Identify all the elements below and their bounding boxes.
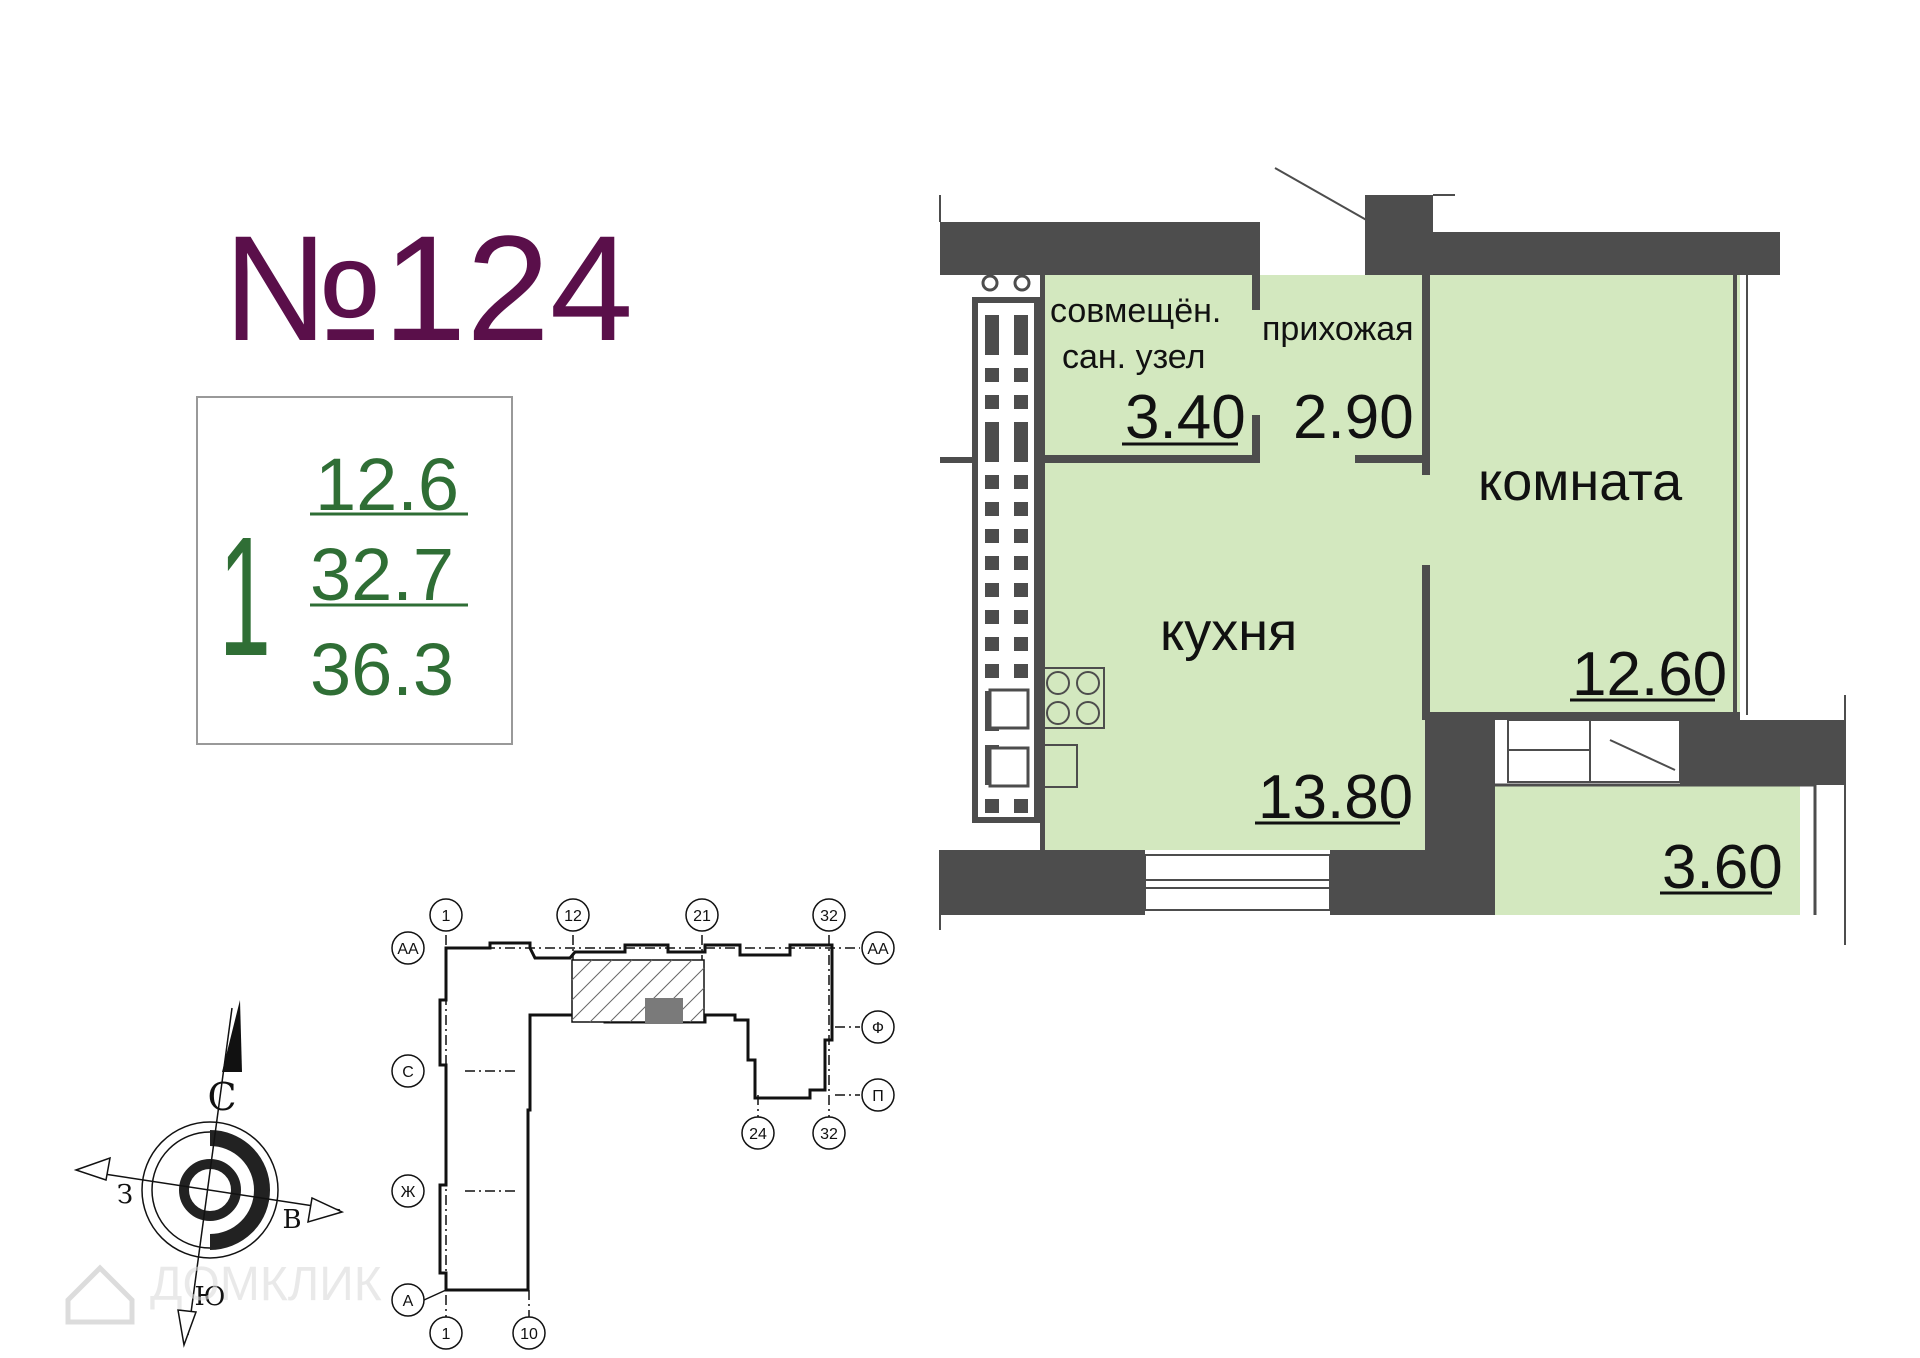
axis-right-aa: АА: [867, 941, 889, 958]
bathroom-label-line2: сан. узел: [1062, 338, 1205, 376]
compass-east-label: В: [282, 1205, 301, 1235]
room-area: 12.60: [1572, 640, 1727, 709]
axis-left-a: А: [403, 1293, 414, 1310]
apartment-plan: совмещён. сан. узел 3.40 прихожая 2.90 к…: [939, 167, 1846, 945]
wall-entrance-pier: [1365, 195, 1433, 275]
axis-top-1: 1: [442, 908, 451, 925]
kitchen-sink: [1041, 744, 1078, 788]
living-area: 12.6: [315, 443, 459, 526]
total-area-no-balcony: 32.7: [310, 533, 454, 616]
east-arrow-icon: [307, 1196, 345, 1224]
entrance-door-swing: [1274, 167, 1371, 223]
bathroom-label-line1: совмещён.: [1050, 292, 1221, 330]
north-arrow-icon: [222, 1000, 242, 1072]
axis-left-s: С: [402, 1064, 414, 1081]
apartment-number: №124: [222, 204, 633, 372]
axis-top-32: 32: [820, 908, 838, 925]
compass: С Ю З В: [73, 1000, 345, 1348]
room-partition-upper: [1422, 275, 1430, 475]
room-fill: [1425, 275, 1740, 715]
kitchen-area: 13.80: [1258, 763, 1413, 832]
bathroom-area: 3.40: [1125, 383, 1246, 452]
south-arrow-icon: [177, 1309, 198, 1348]
hall-area: 2.90: [1293, 383, 1414, 452]
key-plan: 1 12 21 32 АА С Ж А АА Ф П 1 10 24 32: [391, 898, 895, 1350]
compass-west-label: З: [117, 1180, 133, 1210]
axis-bottom-32: 32: [820, 1126, 838, 1143]
watermark: ДОМКЛИК: [150, 1258, 382, 1311]
bath-partition-horizontal: [1040, 455, 1260, 463]
bathroom-fill: [1040, 275, 1255, 460]
wall-bottom-left: [940, 850, 1145, 915]
key-plan-apartment-marker: [645, 998, 683, 1024]
total-area: 36.3: [310, 628, 454, 711]
axis-top-12: 12: [564, 908, 582, 925]
axis-right-p: П: [872, 1088, 884, 1105]
axis-top-21: 21: [693, 908, 711, 925]
wall-top-left: [940, 222, 1260, 275]
axis-bottom-1: 1: [442, 1326, 451, 1343]
kitchen-label: кухня: [1160, 602, 1297, 662]
axis-left-zh: Ж: [401, 1184, 416, 1201]
axis-left-aa: АА: [397, 941, 419, 958]
west-arrow-icon: [73, 1156, 111, 1181]
key-plan-highlight: [571, 959, 705, 1023]
compass-north-label: С: [207, 1075, 236, 1119]
room-partition-lower: [1422, 565, 1430, 720]
balcony-area: 3.60: [1662, 833, 1783, 902]
wall-top-right: [1365, 232, 1780, 275]
room-label: комната: [1478, 452, 1683, 512]
hall-label: прихожая: [1262, 310, 1414, 348]
rooms-count: 1: [219, 503, 271, 693]
wall-corner-block: [1425, 720, 1495, 915]
area-summary-box: [196, 396, 513, 745]
kitchen-window: [1144, 854, 1331, 911]
axis-right-f: Ф: [872, 1020, 884, 1037]
watermark-house-icon: [65, 1264, 135, 1325]
kitchen-stove: [1041, 667, 1105, 729]
wall-balcony-right: [1680, 720, 1845, 785]
compass-south-label: Ю: [194, 1282, 225, 1312]
axis-bottom-10: 10: [520, 1326, 538, 1343]
axis-bottom-24: 24: [749, 1126, 767, 1143]
